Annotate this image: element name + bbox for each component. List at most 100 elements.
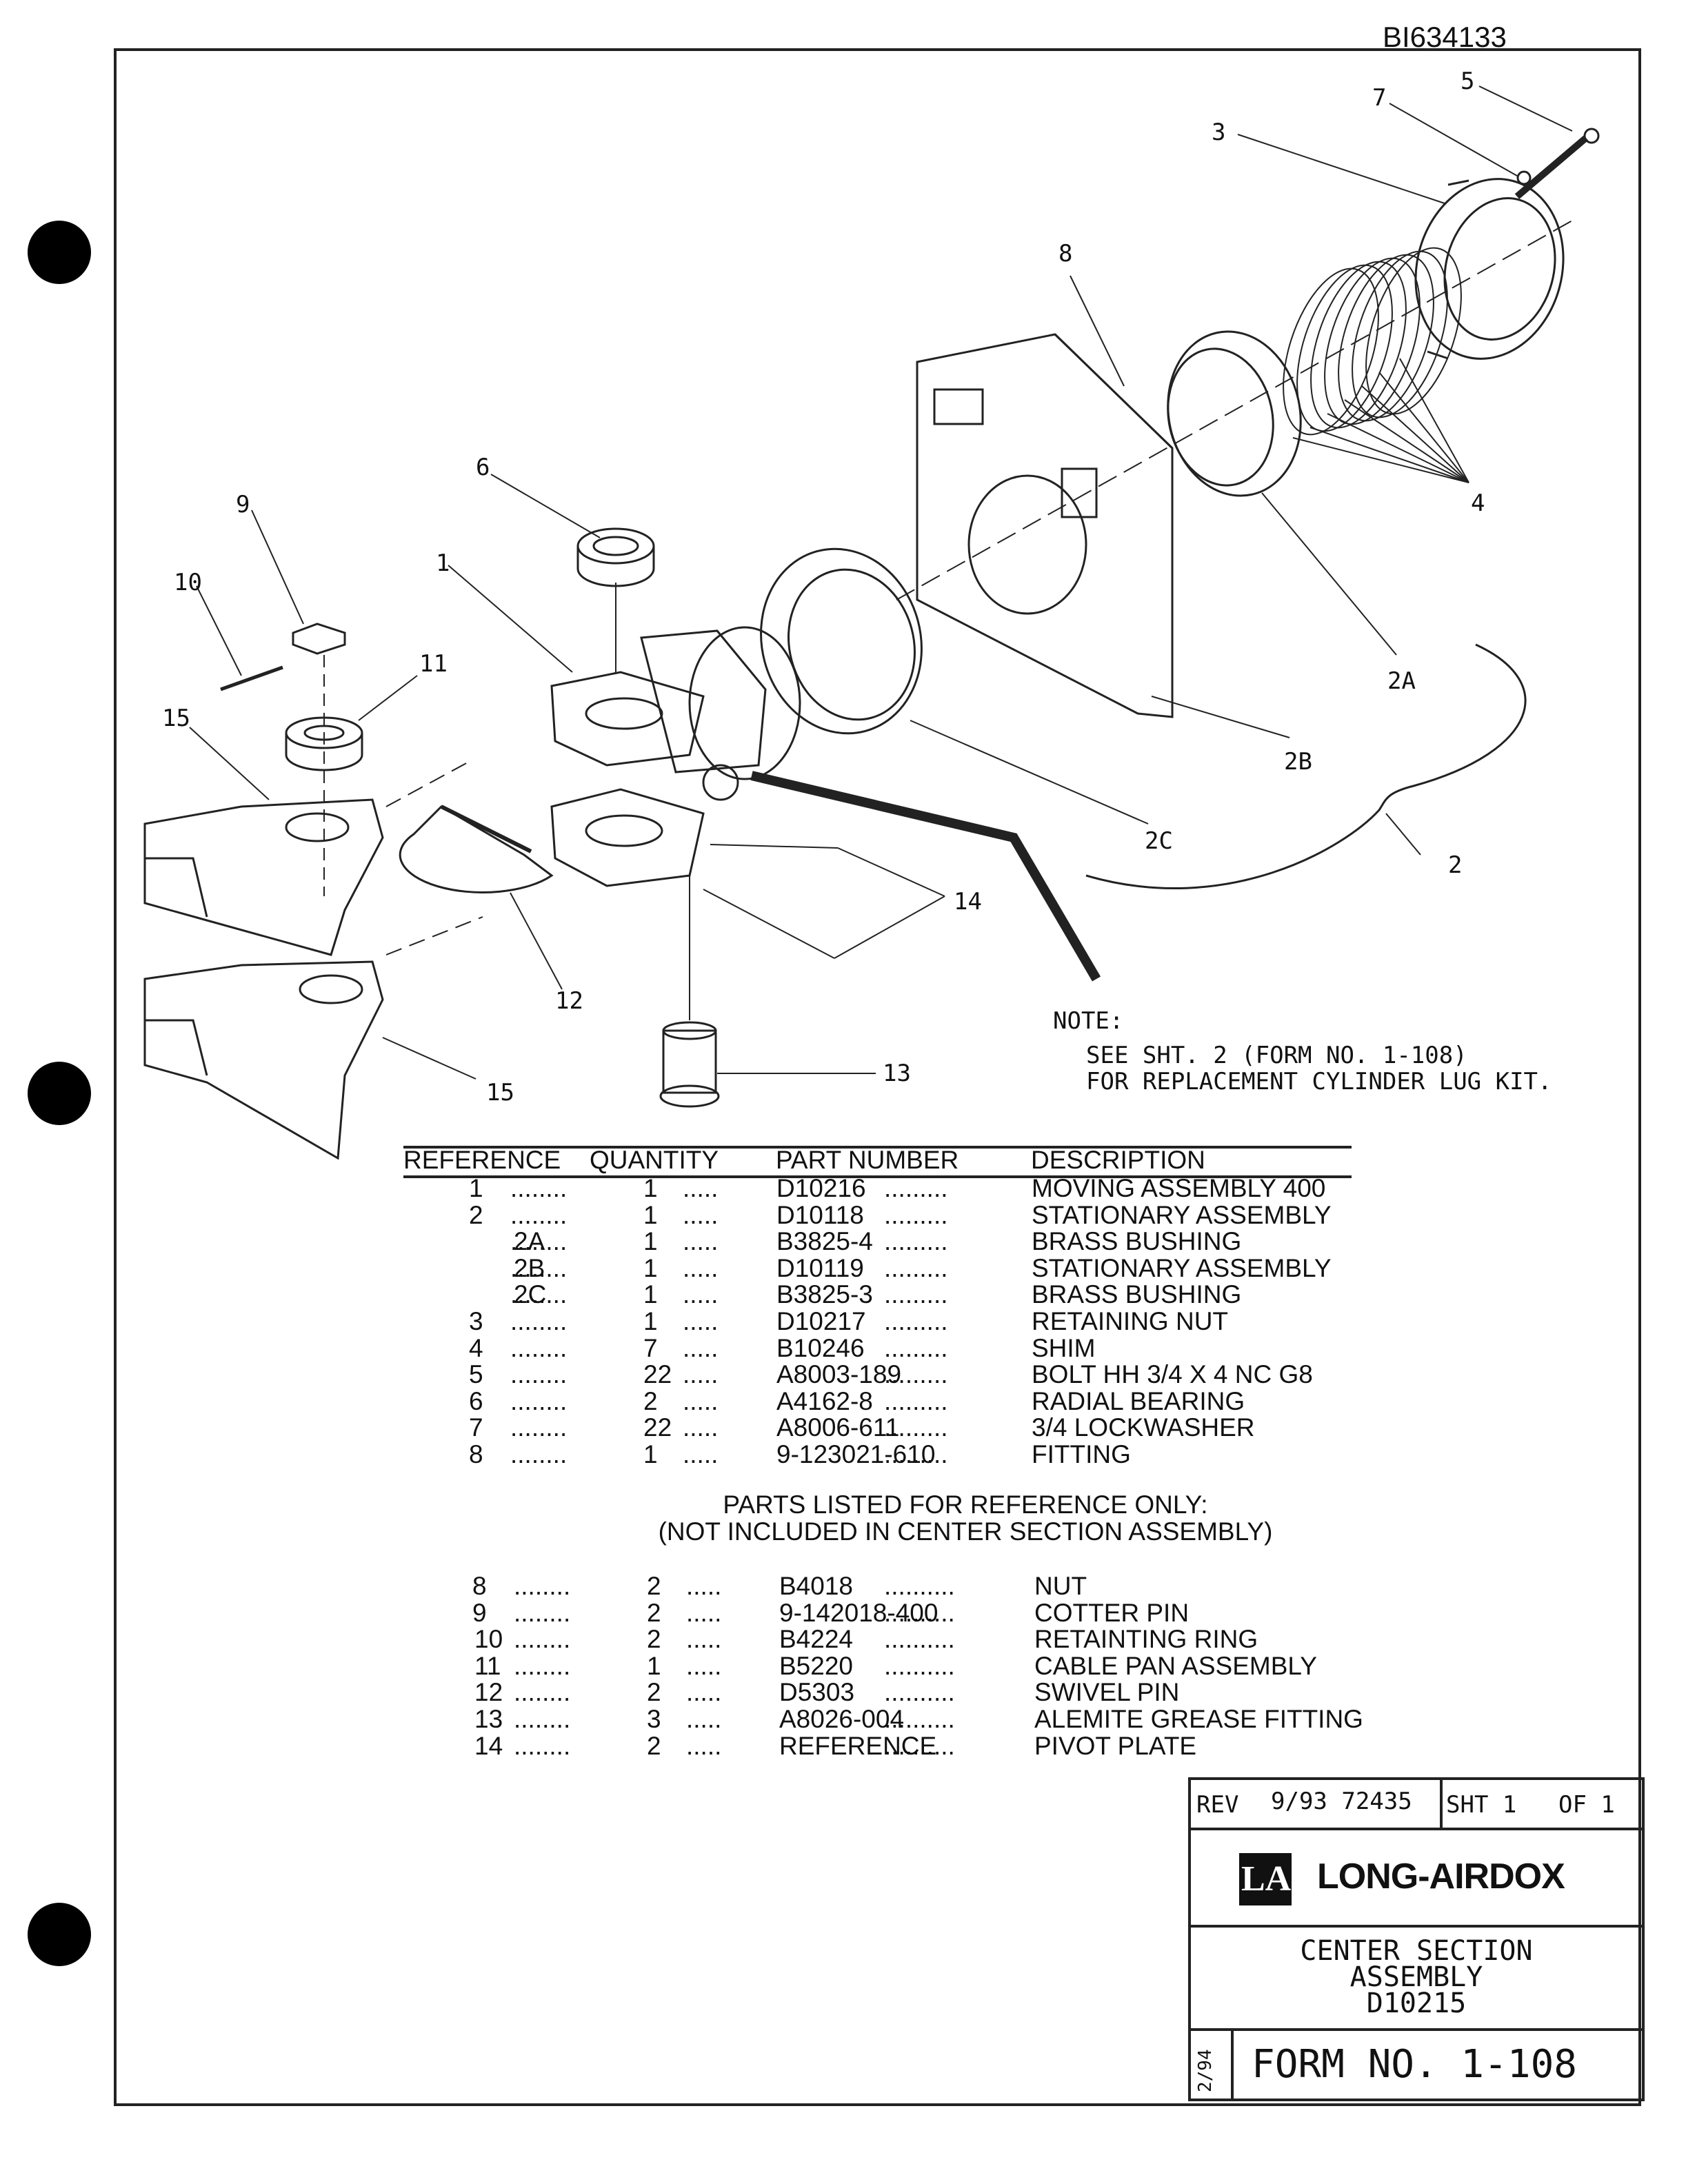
row-reference: 2B xyxy=(514,1253,545,1282)
callout-15-lower: 15 xyxy=(486,1079,514,1106)
row-description: PIVOT PLATE xyxy=(1034,1731,1197,1760)
row-leader-dots: ......... xyxy=(884,1200,948,1229)
row-reference: 2C xyxy=(514,1280,547,1309)
sheet-total: OF 1 xyxy=(1558,1791,1615,1819)
drawing-number: D10215 xyxy=(1366,1988,1467,2019)
cable-pan-part-15-upper xyxy=(143,798,384,956)
row-leader-dots: ......... xyxy=(884,1306,948,1335)
row-quantity: 22 xyxy=(643,1360,672,1389)
row-leader-dots: ........ xyxy=(510,1174,568,1202)
form-divider xyxy=(1231,2028,1234,2101)
row-quantity: 2 xyxy=(647,1572,661,1600)
long-airdox-logo-icon: LA xyxy=(1239,1853,1292,1905)
swivel-pin-part-12 xyxy=(399,805,554,893)
bolt-part-5 xyxy=(1514,128,1600,199)
callout-9: 9 xyxy=(236,491,250,518)
nut-part-9 xyxy=(292,623,346,655)
grease-fitting-part-13 xyxy=(659,1021,720,1108)
callout-2c: 2C xyxy=(1145,827,1173,855)
brass-bushing-part-2a xyxy=(1167,330,1302,497)
callout-3: 3 xyxy=(1212,119,1226,146)
drawing-border xyxy=(114,48,1641,2106)
header-reference: REFERENCE xyxy=(403,1146,561,1174)
row-reference: 3 xyxy=(469,1306,483,1335)
row-description: BRASS BUSHING xyxy=(1032,1227,1242,1256)
row-part-number: 9-123021-610 xyxy=(776,1439,936,1468)
row-description: STATIONARY ASSEMBLY xyxy=(1032,1253,1332,1282)
row-leader-dots: ......... xyxy=(884,1280,948,1309)
row-leader-dots: ........ xyxy=(514,1625,571,1654)
row-part-number: D10217 xyxy=(776,1306,866,1335)
row-reference: 1 xyxy=(469,1174,483,1202)
document-id: BI634133 xyxy=(1383,21,1507,53)
form-number: FORM NO. 1-108 xyxy=(1252,2042,1578,2087)
row-leader-dots: ..... xyxy=(683,1439,719,1468)
row-leader-dots: ......... xyxy=(884,1227,948,1256)
row-quantity: 7 xyxy=(643,1333,658,1362)
callout-15-upper: 15 xyxy=(162,705,190,732)
row-part-number: A8026-004 xyxy=(779,1704,905,1733)
header-quantity: QUANTITY xyxy=(590,1146,719,1174)
row-reference: 6 xyxy=(469,1386,483,1415)
header-rule-bottom xyxy=(403,1175,1352,1178)
row-reference: 9 xyxy=(472,1598,487,1627)
company-name: LONG-AIRDOX xyxy=(1317,1857,1565,1897)
callout-13: 13 xyxy=(883,1060,911,1087)
row-leader-dots: ......... xyxy=(884,1439,948,1468)
row-description: BRASS BUSHING xyxy=(1032,1280,1242,1309)
row-part-number: D10119 xyxy=(776,1253,864,1282)
row-reference: 11 xyxy=(474,1651,501,1680)
row-description: BOLT HH 3/4 X 4 NC G8 xyxy=(1032,1360,1313,1389)
row-description: RETAINING NUT xyxy=(1032,1306,1229,1335)
row-part-number: 9-142018-400 xyxy=(779,1598,939,1627)
row-part-number: B4018 xyxy=(779,1572,853,1600)
row-part-number: B4224 xyxy=(779,1625,853,1654)
row-leader-dots: .......... xyxy=(884,1678,955,1707)
row-leader-dots: .......... xyxy=(884,1572,955,1600)
company-row xyxy=(1188,1828,1645,1928)
row-description: COTTER PIN xyxy=(1034,1598,1190,1627)
row-quantity: 1 xyxy=(643,1227,658,1256)
row-leader-dots: ..... xyxy=(683,1200,719,1229)
row-description: NUT xyxy=(1034,1572,1087,1600)
sheet-number: SHT 1 xyxy=(1446,1791,1517,1819)
row-leader-dots: ..... xyxy=(683,1280,719,1309)
row-description: STATIONARY ASSEMBLY xyxy=(1032,1200,1332,1229)
row-leader-dots: ........ xyxy=(510,1386,568,1415)
row-leader-dots: ........ xyxy=(510,1413,568,1442)
form-row xyxy=(1188,2028,1645,2101)
row-leader-dots: ........ xyxy=(510,1253,568,1282)
row-quantity: 1 xyxy=(643,1439,658,1468)
stationary-plate-part-2b xyxy=(916,333,1174,718)
row-reference: 10 xyxy=(474,1625,503,1654)
row-reference: 8 xyxy=(469,1439,483,1468)
title-line-1: CENTER SECTION xyxy=(1300,1935,1533,1967)
row-leader-dots: ..... xyxy=(683,1360,719,1389)
row-quantity: 1 xyxy=(643,1306,658,1335)
binder-hole-middle xyxy=(28,1062,91,1125)
row-leader-dots: ..... xyxy=(683,1413,719,1442)
row-quantity: 2 xyxy=(647,1625,661,1654)
row-part-number: B3825-4 xyxy=(776,1227,873,1256)
row-leader-dots: ........ xyxy=(510,1439,568,1468)
rev-value: 9/93 72435 xyxy=(1271,1788,1412,1815)
row-quantity: 2 xyxy=(647,1678,661,1707)
callout-4: 4 xyxy=(1471,489,1485,517)
callout-12: 12 xyxy=(555,987,583,1015)
callout-11: 11 xyxy=(419,650,448,678)
row-leader-dots: ........ xyxy=(514,1678,571,1707)
row-leader-dots: ........ xyxy=(514,1572,571,1600)
cotter-pin-part-10 xyxy=(220,665,283,691)
note-line-1: SEE SHT. 2 (FORM NO. 1-108) xyxy=(1086,1042,1467,1069)
row-leader-dots: ........ xyxy=(514,1598,571,1627)
row-leader-dots: ........ xyxy=(514,1731,571,1760)
row-leader-dots: ......... xyxy=(884,1386,948,1415)
row-part-number: B5220 xyxy=(779,1651,853,1680)
header-rule-top xyxy=(403,1146,1352,1149)
callout-14: 14 xyxy=(954,888,982,916)
row-leader-dots: ......... xyxy=(884,1253,948,1282)
reference-only-subheading: (NOT INCLUDED IN CENTER SECTION ASSEMBLY… xyxy=(658,1517,1273,1546)
row-leader-dots: ..... xyxy=(686,1678,722,1707)
row-leader-dots: ......... xyxy=(884,1360,948,1389)
